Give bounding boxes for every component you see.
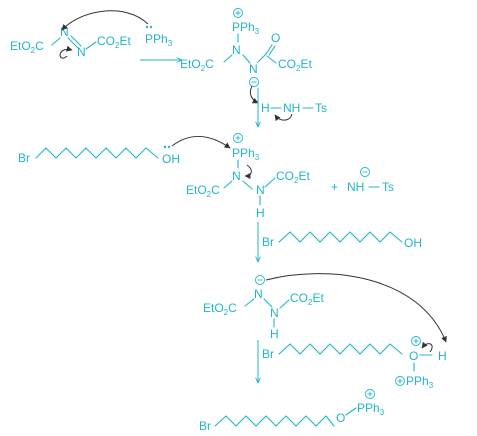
triphenylphosphine: PPh3 (61, 10, 173, 48)
lone-pair-dot (163, 145, 167, 149)
phosphonium-hydrazide: PPh3 N EtO2C N H CO2Et (186, 133, 310, 220)
curly-arrow-deprotonation (249, 85, 259, 104)
anion-nh-label: NH (347, 180, 364, 194)
pph3-label: PPh3 (145, 32, 173, 48)
bond (223, 54, 233, 63)
minus-charge-icon (360, 167, 370, 177)
anion-n1-label: N (254, 287, 263, 301)
pph3-label: PPh3 (357, 401, 385, 417)
bond (266, 55, 277, 64)
hydrazide-n1-label: N (232, 169, 241, 183)
alkyl-chain (214, 415, 335, 427)
anion-h-label: H (270, 327, 279, 341)
plus-charge-icon (233, 133, 243, 143)
dead-right-ester-label: CO2Et (97, 34, 131, 50)
oxy-h-label: H (438, 349, 447, 363)
acid-nh-label: NH (283, 101, 300, 115)
oxyphosphonium-intermediate: Br O H PPh3 (262, 336, 447, 390)
curly-arrow-alkoxy-attack (171, 135, 231, 149)
dead-n2-label: N (77, 45, 86, 59)
bond (223, 180, 233, 189)
pph3-label: PPh3 (406, 374, 434, 390)
hydrazide-n2-label: N (256, 183, 265, 197)
product-o-label: O (336, 411, 345, 425)
minus-charge-icon (255, 275, 265, 285)
bond (257, 53, 267, 63)
bond (264, 177, 276, 188)
dead-left-ester-label: EtO2C (10, 39, 44, 55)
curly-arrow-deprotonation-2 (265, 273, 447, 343)
lone-pair-dot (149, 25, 153, 29)
anion-left-ester-label: EtO2C (203, 301, 237, 317)
bromo-br-label: Br (18, 151, 30, 165)
betaine-n1-label: N (232, 43, 241, 57)
curly-arrow-oh-bond (421, 341, 433, 353)
hydrazide-left-ester-label: EtO2C (186, 183, 220, 199)
pph3-label: PPh3 (232, 20, 260, 36)
bromo-br-label: Br (262, 235, 274, 249)
lone-pair-dot (167, 145, 171, 149)
o-p-bond (345, 407, 357, 416)
dead-n1-label: N (60, 25, 69, 39)
sulfonamide-acid: H NH Ts (261, 101, 327, 122)
lone-pair-dot (145, 25, 149, 29)
betaine-o-label: O (271, 31, 280, 45)
curly-arrow-nh-bond (274, 113, 293, 122)
alkyl-chain (35, 147, 159, 159)
alkoxyphosphonium-product: Br O PPh3 (199, 389, 385, 433)
betaine-right-ester-label: CO2Et (278, 57, 312, 73)
n-n-bond (263, 298, 273, 308)
carbonyl-double-bond (268, 45, 276, 56)
oxy-o-label: O (409, 349, 418, 363)
hydrazide-right-ester-label: CO2Et (276, 169, 310, 185)
betaine-intermediate: PPh3 N EtO2C N O CO2Et (180, 8, 312, 104)
bromo-alcohol: Br OH (18, 135, 231, 166)
hydrazide-anion: N EtO2C N H CO2Et (203, 273, 447, 343)
pph3-label: PPh3 (232, 146, 260, 162)
curly-arrow-phosphine-attack (61, 10, 149, 31)
dead-reagent: EtO2C N N CO2Et (10, 25, 131, 59)
betaine-n2-label: N (249, 62, 258, 76)
plus-charge-icon (395, 376, 405, 386)
oxy-br-label: Br (262, 347, 274, 361)
acid-h-label: H (261, 101, 270, 115)
curly-arrow-azo (59, 45, 73, 59)
dead-n-n-bond (67, 37, 79, 49)
carbonyl-bond (265, 44, 273, 55)
anion-ts-label: Ts (382, 180, 394, 194)
product-br-label: Br (199, 419, 211, 433)
plus-sign: + (331, 180, 338, 194)
betaine-left-ester-label: EtO2C (180, 57, 214, 73)
tosylamide-anion: + NH Ts (331, 167, 394, 194)
dead-bond (51, 37, 61, 46)
bromo-alcohol-2: Br OH (262, 231, 422, 250)
anion-n2-label: N (270, 306, 279, 320)
plus-charge-icon (233, 8, 243, 18)
bond (279, 299, 290, 309)
bromo-oh-label: OH (404, 236, 422, 250)
acid-ts-label: Ts (315, 101, 327, 115)
minus-charge-icon (249, 77, 259, 87)
bond (244, 298, 255, 307)
hydrazide-h-label: H (256, 206, 265, 220)
n-n-bond (242, 180, 253, 190)
dead-n-n-double-bond (70, 35, 82, 47)
anion-right-ester-label: CO2Et (290, 291, 324, 307)
plus-charge-icon (411, 336, 421, 346)
alkyl-chain (278, 231, 403, 243)
curly-arrow-p-n (244, 164, 252, 179)
bromo-oh-label: OH (162, 152, 180, 166)
dead-bond (85, 41, 97, 50)
n-n-bond (242, 54, 251, 64)
alkyl-chain (278, 343, 403, 355)
plus-charge-icon (365, 389, 375, 399)
